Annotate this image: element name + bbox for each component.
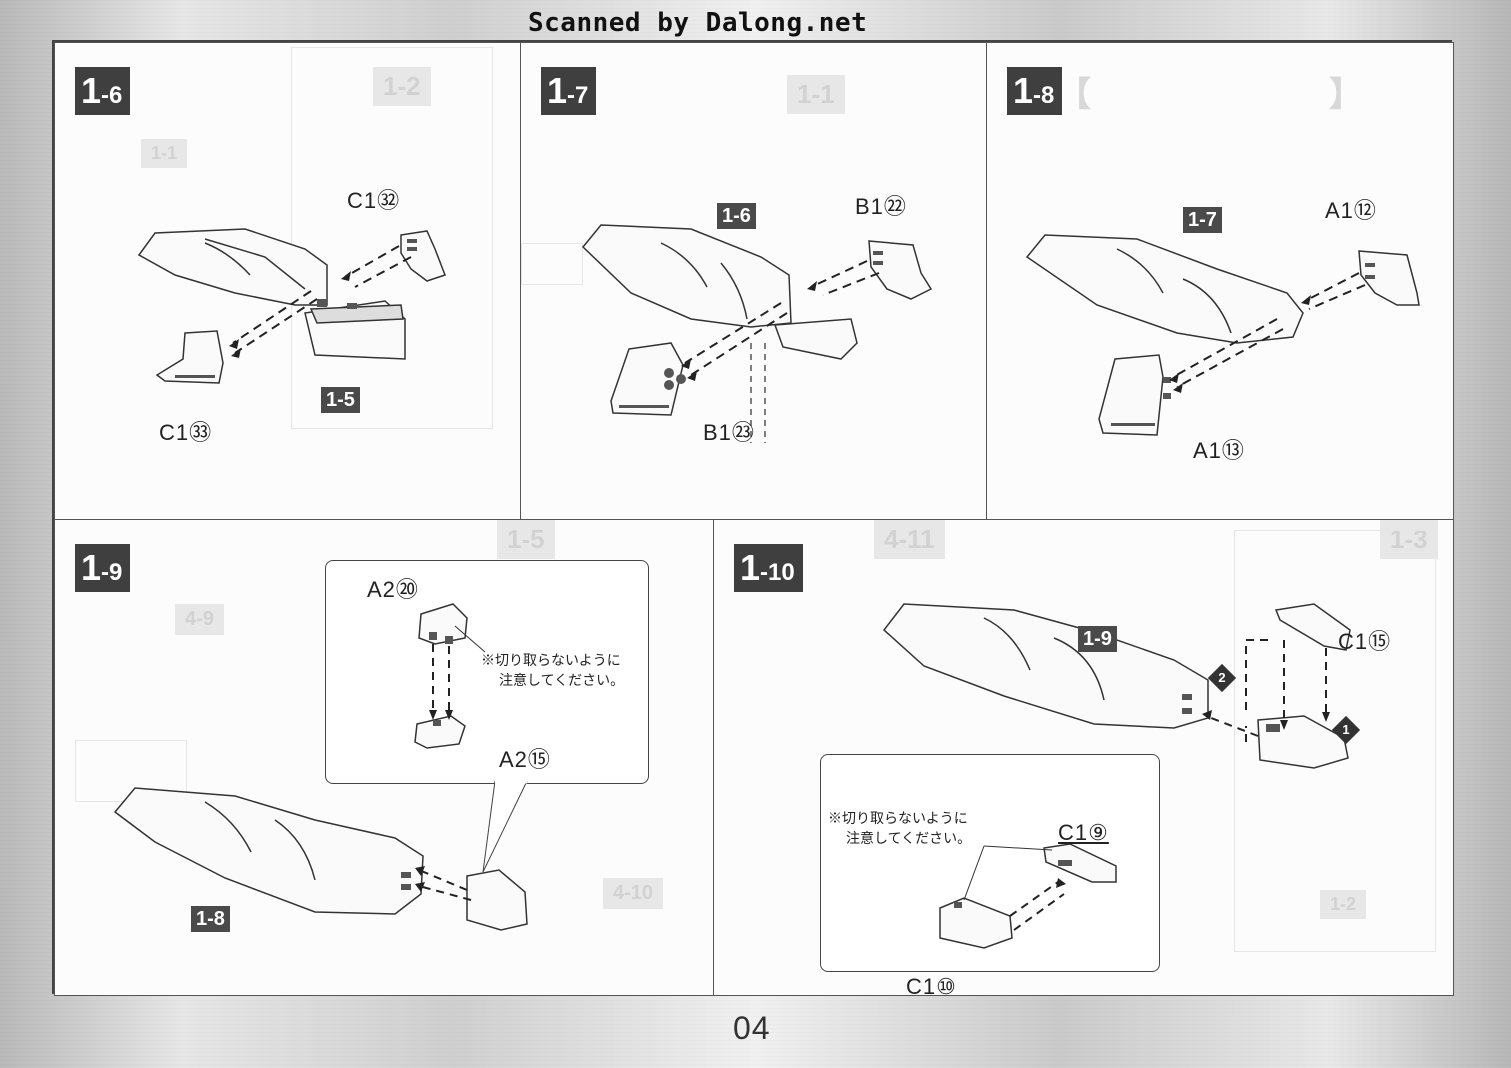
- part-label: C1㉜: [347, 188, 401, 213]
- part-label: B1㉒: [855, 194, 907, 219]
- hull-assembly-drawing: [882, 603, 1351, 949]
- ghost-label: 【 】: [1057, 76, 1363, 114]
- ghost-label: 1-1: [787, 75, 845, 114]
- caution-note: ※切り取らないように 注意してください。: [481, 652, 625, 688]
- step-number: 1-10: [734, 544, 803, 592]
- ghost-label: 1-1: [141, 139, 188, 168]
- ghost-label: 1-2: [373, 67, 431, 106]
- instruction-sheet: 1-2 1-1 1-6: [52, 40, 1454, 996]
- step-number: 1-8: [1007, 67, 1063, 115]
- detail-callout: [325, 560, 649, 784]
- hull-assembly-drawing: [137, 228, 446, 384]
- watermark-text: Scanned by Dalong.net: [528, 8, 868, 38]
- ghost-frame: [521, 243, 583, 285]
- assembly-tag: 1-8: [191, 906, 230, 932]
- panel-1-10: 4-11 1-3 1-2 1-10: [713, 519, 1454, 996]
- ghost-label: 1-5: [497, 520, 555, 559]
- part-label: A2⑳: [367, 577, 419, 602]
- part-label: C1⑩: [906, 974, 957, 996]
- panel-1-9: 1-5 4-9 4-10 1-9: [54, 519, 714, 996]
- part-label: A1⑬: [1193, 438, 1245, 463]
- assembly-tag: 1-9: [1078, 626, 1117, 652]
- panel-1-7: 1-1 1-7: [520, 42, 987, 520]
- step-number: 1-7: [541, 67, 597, 115]
- ghost-label: 4-9: [175, 604, 224, 635]
- step-number: 1-9: [75, 544, 131, 592]
- part-label: B1㉓: [703, 420, 755, 445]
- order-marker: 1: [1331, 715, 1361, 745]
- assembly-tag: 1-6: [717, 203, 756, 229]
- part-label: A1⑫: [1325, 198, 1377, 223]
- hull-assembly-drawing: [113, 603, 528, 931]
- part-label: C1㉝: [159, 420, 213, 445]
- assembly-tag: 1-5: [321, 387, 360, 413]
- ghost-label: 1-3: [1380, 520, 1438, 559]
- part-label: C1⑮: [1338, 629, 1392, 654]
- part-label: C1⑨: [1058, 820, 1109, 845]
- ghost-frame: [1234, 530, 1436, 952]
- caution-note: ※切り取らないように 注意してください。: [828, 810, 972, 846]
- part-label: A2⑮: [499, 747, 551, 772]
- panel-1-8: 【 】 1-8: [986, 42, 1454, 520]
- page-number: 04: [733, 1010, 771, 1046]
- step-number: 1-6: [75, 67, 131, 115]
- ghost-label: 4-10: [603, 878, 664, 909]
- assembly-tag: 1-7: [1183, 207, 1222, 233]
- order-marker: 2: [1207, 663, 1237, 693]
- ghost-label: 1-2: [1320, 890, 1367, 919]
- hull-assembly-drawing: [1025, 234, 1420, 436]
- panel-1-6: 1-2 1-1 1-6: [54, 42, 521, 520]
- ghost-frame: [291, 47, 493, 429]
- ghost-label: 4-11: [874, 520, 945, 559]
- hull-assembly-drawing: [581, 224, 933, 443]
